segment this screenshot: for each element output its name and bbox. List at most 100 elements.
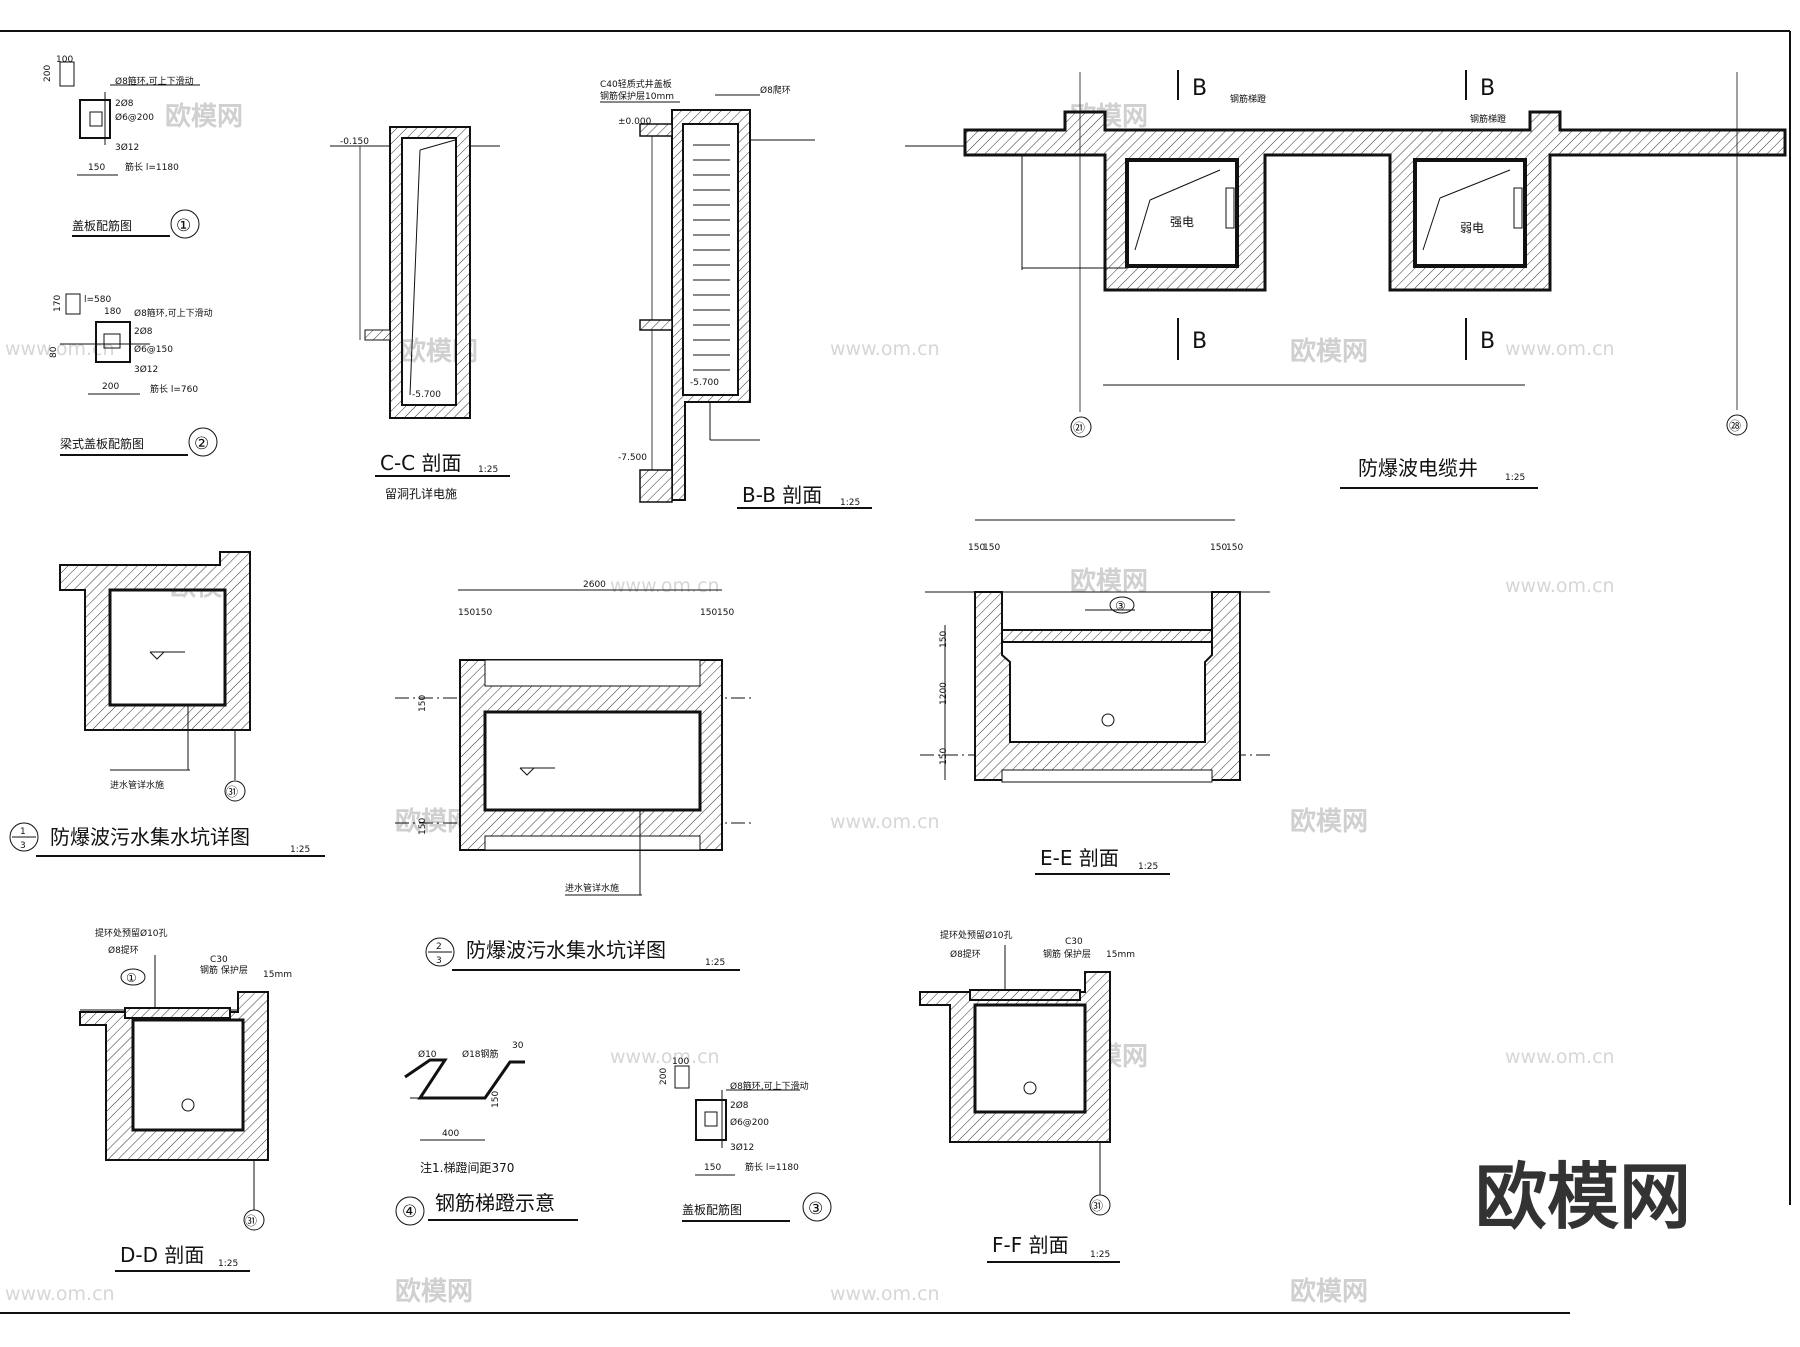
sump-pit-plan-1: 进水管详水施 ㉛ 1 3 防爆波污水集水坑详图 1:25 (9, 551, 325, 857)
svg-text:150: 150 (717, 608, 734, 618)
svg-text:1:25: 1:25 (1505, 473, 1525, 483)
svg-text:150: 150 (1210, 543, 1227, 553)
svg-text:防爆波污水集水坑详图: 防爆波污水集水坑详图 (50, 825, 250, 849)
svg-text:-5.700: -5.700 (412, 390, 441, 400)
svg-text:强电: 强电 (1170, 215, 1194, 229)
svg-text:盖板配筋图: 盖板配筋图 (72, 218, 132, 233)
svg-text:㉛: ㉛ (226, 785, 238, 799)
svg-text:Ø6@150: Ø6@150 (134, 344, 173, 355)
svg-text:注1.梯蹬间距370: 注1.梯蹬间距370 (420, 1160, 514, 1175)
svg-text:欧模网: 欧模网 (1290, 806, 1368, 837)
svg-text:Ø8箍环,可上下滑动: Ø8箍环,可上下滑动 (115, 75, 194, 87)
svg-text:盖板配筋图: 盖板配筋图 (682, 1202, 742, 1217)
svg-text:-5.700: -5.700 (690, 378, 719, 388)
svg-text:400: 400 (442, 1129, 459, 1139)
svg-text:150: 150 (700, 608, 717, 618)
svg-text:150: 150 (88, 163, 105, 173)
svg-text:F-F 剖面: F-F 剖面 (992, 1233, 1069, 1257)
svg-text:欧模网: 欧模网 (1290, 1276, 1368, 1307)
svg-text:筋长 l=760: 筋长 l=760 (150, 383, 198, 395)
svg-text:进水管详水施: 进水管详水施 (565, 882, 619, 894)
svg-text:欧模网: 欧模网 (1290, 336, 1368, 367)
svg-text:±0.000: ±0.000 (618, 117, 652, 127)
sump-pit-plan-2: 2600 150 150 150 150 150 150 进水管详水施 2 3 … (395, 580, 755, 971)
svg-text:1:25: 1:25 (218, 1259, 238, 1269)
svg-text:B: B (1192, 329, 1207, 354)
svg-text:④: ④ (402, 1202, 417, 1222)
svg-text:提环处预留Ø10孔: 提环处预留Ø10孔 (940, 929, 1013, 941)
svg-text:2Ø8: 2Ø8 (134, 326, 153, 337)
svg-text:C-C 剖面: C-C 剖面 (380, 451, 462, 475)
svg-text:筋长 l=1180: 筋长 l=1180 (745, 1161, 799, 1173)
svg-text:钢筋梯蹬: 钢筋梯蹬 (1470, 113, 1506, 125)
sheet-frame (0, 30, 1791, 1314)
svg-text:30: 30 (512, 1041, 524, 1051)
svg-text:200: 200 (659, 1068, 669, 1085)
svg-text:-7.500: -7.500 (618, 453, 647, 463)
svg-text:③: ③ (1115, 599, 1126, 613)
beam-cover-plate-detail-2: l=580 170 180 80 Ø8箍环,可上下滑动 2Ø8 Ø6@150 3… (49, 293, 218, 457)
brand-logo: 欧模网 (1475, 1155, 1691, 1239)
svg-text:①: ① (176, 216, 191, 236)
svg-text:3Ø12: 3Ø12 (134, 364, 158, 375)
svg-text:100: 100 (56, 55, 73, 65)
svg-text:2Ø8: 2Ø8 (115, 98, 134, 109)
svg-text:Ø8箍环,可上下滑动: Ø8箍环,可上下滑动 (134, 307, 213, 319)
svg-text:200: 200 (43, 65, 53, 82)
svg-text:B: B (1480, 329, 1495, 354)
svg-text:100: 100 (672, 1057, 689, 1067)
section-dd: 提环处预留Ø10孔 Ø8提环 C30 钢筋 保护层 15mm ① ㉛ D-D 剖… (79, 927, 292, 1272)
svg-text:150: 150 (968, 543, 985, 553)
svg-text:150: 150 (983, 543, 1000, 553)
svg-text:Ø6@200: Ø6@200 (730, 1117, 769, 1128)
svg-text:Ø8提环: Ø8提环 (950, 949, 981, 960)
cover-plate-detail-1: 100 200 Ø8箍环,可上下滑动 2Ø8 Ø6@200 3Ø12 150 筋… (43, 55, 200, 239)
svg-text:150: 150 (418, 818, 428, 835)
svg-text:Ø8爬环: Ø8爬环 (760, 85, 791, 96)
svg-text:进水管详水施: 进水管详水施 (110, 779, 164, 791)
svg-text:①: ① (126, 971, 137, 985)
svg-text:B: B (1192, 76, 1207, 101)
section-bb: C40轻质式井盖板 钢筋保护层10mm Ø8爬环 ±0.000 -5.700 -… (600, 78, 872, 509)
svg-text:170: 170 (53, 295, 63, 312)
svg-text:Ø10: Ø10 (418, 1049, 437, 1060)
section-cc: -0.150 -5.700 C-C 剖面 1:25 留洞孔详电施 (330, 126, 510, 501)
svg-text:www.om.cn: www.om.cn (5, 338, 115, 360)
svg-text:3: 3 (20, 841, 26, 851)
svg-text:㉘: ㉘ (1729, 419, 1741, 433)
svg-text:l=580: l=580 (84, 295, 111, 305)
svg-text:钢筋梯蹬: 钢筋梯蹬 (1230, 93, 1266, 105)
svg-text:弱电: 弱电 (1460, 221, 1484, 235)
svg-text:E-E 剖面: E-E 剖面 (1040, 846, 1119, 870)
svg-text:提环处预留Ø10孔: 提环处预留Ø10孔 (95, 927, 168, 939)
svg-text:留洞孔详电施: 留洞孔详电施 (385, 486, 457, 501)
svg-text:www.om.cn: www.om.cn (1505, 1046, 1615, 1068)
svg-text:15mm: 15mm (263, 970, 292, 980)
svg-text:3: 3 (436, 956, 442, 966)
cable-shaft-plan: 强电 弱电 钢筋梯蹬 钢筋梯蹬 B B B B ㉑ ㉘ 防爆波电缆井 1:25 (905, 70, 1787, 489)
svg-text:1:25: 1:25 (1138, 862, 1158, 872)
svg-text:150: 150 (475, 608, 492, 618)
svg-text:Ø6@200: Ø6@200 (115, 112, 154, 123)
ladder-rung-diagram: Ø10 Ø18钢筋 30 400 150 注1.梯蹬间距370 ④ 钢筋梯蹬示意 (395, 1041, 578, 1226)
svg-text:150: 150 (458, 608, 475, 618)
svg-text:C30: C30 (210, 955, 228, 965)
svg-text:钢筋 保护层: 钢筋 保护层 (200, 964, 248, 976)
svg-text:150: 150 (939, 631, 949, 648)
svg-text:150: 150 (939, 748, 949, 765)
svg-text:150: 150 (418, 695, 428, 712)
svg-text:B-B 剖面: B-B 剖面 (742, 483, 822, 507)
svg-text:Ø8提环: Ø8提环 (108, 945, 139, 956)
svg-text:防爆波污水集水坑详图: 防爆波污水集水坑详图 (466, 938, 666, 962)
svg-text:钢筋保护层10mm: 钢筋保护层10mm (600, 90, 674, 102)
svg-text:1: 1 (20, 827, 26, 837)
svg-text:1:25: 1:25 (290, 845, 310, 855)
svg-text:1:25: 1:25 (840, 498, 860, 508)
cover-plate-detail-3: 100 200 Ø8箍环,可上下滑动 2Ø8 Ø6@200 3Ø12 150 筋… (659, 1057, 832, 1222)
svg-text:3Ø12: 3Ø12 (730, 1142, 754, 1153)
svg-text:梁式盖板配筋图: 梁式盖板配筋图 (60, 436, 144, 451)
svg-text:www.om.cn: www.om.cn (1505, 338, 1615, 360)
svg-text:www.om.cn: www.om.cn (610, 575, 720, 597)
svg-text:钢筋 保护层: 钢筋 保护层 (1043, 948, 1091, 960)
